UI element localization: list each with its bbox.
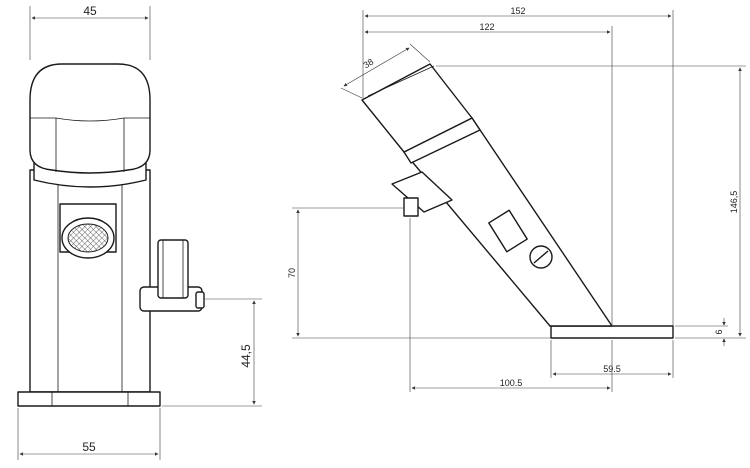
dim-lever-height: 44,5 xyxy=(162,298,262,407)
side-screw xyxy=(529,245,553,269)
dim-label-overall-length: 152 xyxy=(510,6,525,16)
dim-label-outlet-reach: 100.5 xyxy=(500,378,523,388)
side-outlet xyxy=(391,171,453,217)
dim-head-diameter: 38 xyxy=(340,43,431,99)
dim-label-outlet-height: 70 xyxy=(287,268,297,278)
dim-spout-length: 122 xyxy=(364,22,613,326)
side-base xyxy=(550,325,674,339)
dim-outlet-height: 70 xyxy=(287,207,551,339)
aerator-outlet xyxy=(59,203,117,259)
dim-overall-height: 146,5 xyxy=(436,65,746,339)
front-base xyxy=(17,391,161,407)
front-view: 45 55 44,5 xyxy=(17,4,262,460)
dim-label-top-width: 45 xyxy=(83,4,97,18)
dim-base-thickness: 6 xyxy=(675,318,728,346)
dim-label-head-diameter: 38 xyxy=(362,57,376,71)
dim-label-lever-height: 44,5 xyxy=(239,344,253,368)
dim-top-width: 45 xyxy=(29,4,151,60)
dim-label-bottom-width: 55 xyxy=(82,440,96,454)
dim-outlet-reach: 100.5 xyxy=(409,218,613,392)
dim-label-base-thickness: 6 xyxy=(714,329,724,334)
side-view: 152 122 38 146,5 6 xyxy=(287,6,746,392)
dim-bottom-width: 55 xyxy=(17,408,161,460)
dim-label-spout-length: 122 xyxy=(479,22,494,32)
side-lever xyxy=(139,239,205,312)
dim-label-overall-height: 146,5 xyxy=(729,191,739,214)
front-head xyxy=(29,63,151,174)
side-button xyxy=(488,209,528,253)
